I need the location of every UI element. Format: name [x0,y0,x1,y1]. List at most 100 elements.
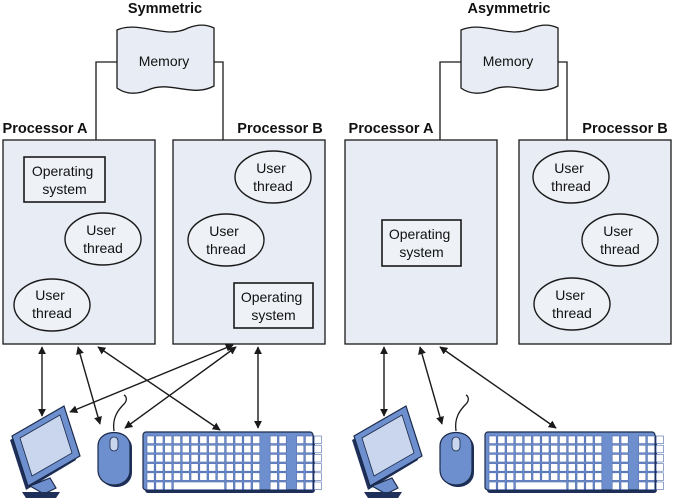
keyboard-key [199,454,208,463]
diagram-title: Asymmetric [467,1,550,17]
keyboard-key [164,454,173,463]
keyboard-key [208,454,217,463]
keyboard-key [313,435,322,444]
keyboard-key [532,444,541,454]
keyboard-key [296,444,305,454]
keyboard-key [173,444,181,454]
keyboard-key [620,481,629,490]
keyboard-key [611,463,620,472]
keyboard-icon [484,431,664,493]
monitor-icon [10,405,81,498]
keyboard-key [638,435,647,444]
keyboard-key [155,454,164,463]
keyboard-key [155,472,164,481]
keyboard-key [488,444,497,454]
keyboard-key [488,472,497,481]
keyboard-key [497,444,506,454]
keyboard-key [585,454,594,463]
keyboard-key [234,472,243,481]
io-arrow [418,346,444,425]
keyboard-key [164,435,173,444]
keyboard-key [532,463,541,472]
user-thread [13,278,91,332]
operating-system-box [23,156,106,203]
keyboard-key [278,454,287,463]
user-thread [581,213,659,267]
keyboard-key [155,435,164,444]
keyboard-key [550,454,559,463]
io-arrow [439,346,557,429]
keyboard-key [199,463,208,472]
io-arrow [97,346,221,431]
keyboard-key [532,435,541,444]
keyboard-key [611,444,620,454]
keyboard-key [208,463,217,472]
keyboard-key [199,472,208,481]
keyboard-key [620,472,629,481]
io-arrow [76,346,102,425]
operating-system-label: Operating system [32,163,97,197]
keyboard-key [567,435,576,444]
memory-bus [439,61,568,140]
keyboard-key [594,472,603,481]
keyboard-key [181,463,190,472]
processor-label: Processor A [3,121,88,137]
keyboard-key [488,435,497,444]
memory-label: Memory [483,53,534,69]
user-thread [533,277,611,331]
user-thread [234,150,312,204]
keyboard-key [296,472,305,481]
keyboard-key [611,454,620,463]
keyboard-key [305,435,313,444]
keyboard-key [164,481,173,490]
keyboard-key [532,472,541,481]
keyboard-key [594,444,603,454]
keyboard-key [523,435,532,444]
keyboard-key [532,454,541,463]
keyboard-key [497,463,506,472]
io-arrow [69,344,234,413]
memory-shape [460,24,559,94]
keyboard-key [225,472,234,481]
keyboard-key [497,435,506,444]
memory-shape [116,24,215,94]
keyboard-key [146,472,155,481]
keyboard-key [523,444,532,454]
keyboard-key [234,481,243,490]
keyboard-key [550,435,559,444]
keyboard-key [638,472,647,481]
keyboard-key [647,435,655,444]
keyboard-key [173,463,181,472]
keyboard-key [506,472,515,481]
keyboard-key [305,454,313,463]
operating-system-box [233,282,314,329]
keyboard-key [173,481,225,490]
processor-label: Processor B [582,121,667,137]
keyboard-key [208,435,217,444]
keyboard-key [225,454,234,463]
keyboard-key [594,435,603,444]
io-arrow [124,346,237,429]
keyboard-key [541,444,550,454]
keyboard-key [611,472,620,481]
keyboard-key [506,463,515,472]
keyboard-key [313,472,322,481]
keyboard-key [497,472,506,481]
keyboard-key [655,463,664,472]
keyboard-key [199,444,208,454]
processor-label: Processor A [349,121,434,137]
monitor-icon [352,405,423,498]
keyboard-key [199,435,208,444]
keyboard-key [497,454,506,463]
keyboard-key [541,472,550,481]
keyboard-key [550,444,559,454]
keyboard-key [523,463,532,472]
keyboard-key [611,481,620,490]
keyboard-key [550,463,559,472]
keyboard-key [278,481,287,490]
operating-system-box [381,219,462,267]
keyboard-keys [146,435,322,490]
keyboard-key [585,481,594,490]
keyboard-key [190,472,199,481]
keyboard-key [173,472,181,481]
